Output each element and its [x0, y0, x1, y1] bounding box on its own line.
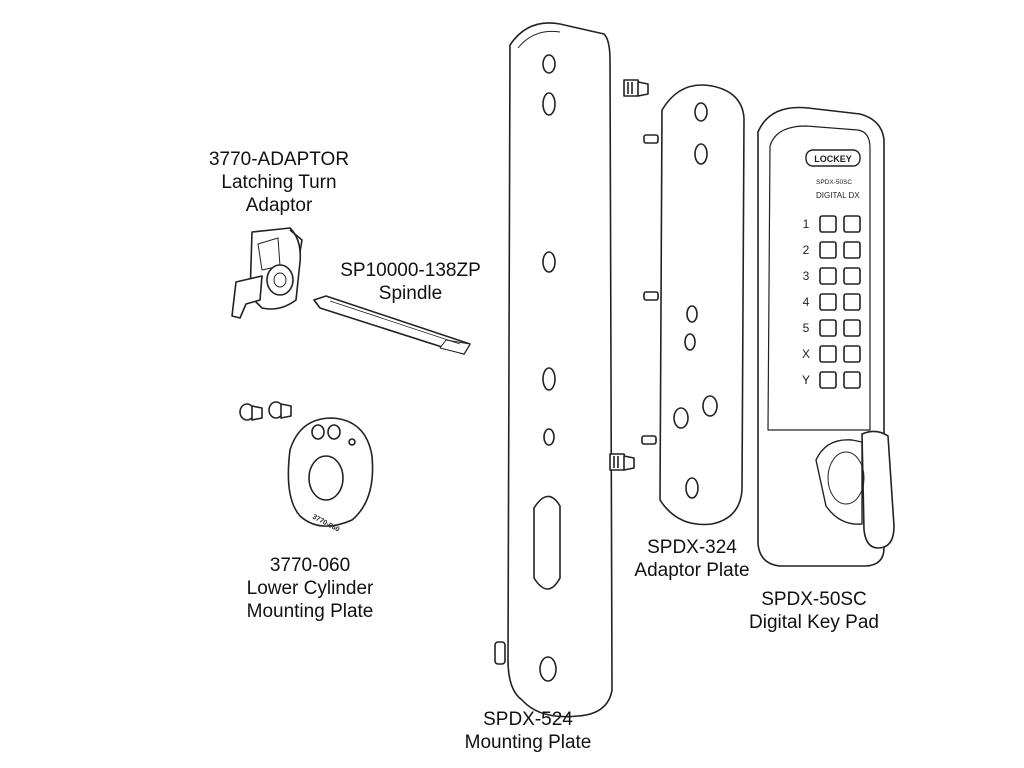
- keypad-key: [819, 241, 837, 259]
- keypad-key: [819, 371, 837, 389]
- keypad-key: [843, 267, 861, 285]
- label-spdx-50sc: SPDX-50SC Digital Key Pad: [749, 589, 879, 633]
- 3770-adaptor-latching-turn: [231, 227, 303, 319]
- keypad-key-label: 4: [803, 295, 810, 309]
- keypad-key: [843, 215, 861, 233]
- keypad-key-label: Y: [802, 373, 810, 387]
- label-spdx-324: SPDX-324 Adaptor Plate: [634, 537, 750, 581]
- keypad-key: [819, 267, 837, 285]
- keypad-key: [843, 293, 861, 311]
- keypad-key: [819, 319, 837, 337]
- keypad-key-label: 3: [803, 269, 810, 283]
- label-3770-060: 3770-060 Lower Cylinder Mounting Plate: [246, 555, 374, 622]
- screw-bottom: [609, 453, 635, 471]
- keypad-key-label: 2: [803, 243, 810, 257]
- keypad-key: [819, 293, 837, 311]
- keypad-key: [843, 319, 861, 337]
- keypad-key: [843, 371, 861, 389]
- keypad-key: [819, 345, 837, 363]
- svg-text:LOCKEY: LOCKEY: [814, 154, 852, 164]
- keypad-key: [819, 215, 837, 233]
- spdx-324-adaptor-plate: [641, 84, 745, 526]
- keypad-key: [843, 345, 861, 363]
- keypad-key-label: 1: [803, 217, 810, 231]
- spdx-524-mounting-plate: [494, 22, 613, 718]
- svg-text:DIGITAL DX: DIGITAL DX: [816, 191, 860, 200]
- label-3770-adaptor: 3770-ADAPTOR Latching Turn Adaptor: [208, 149, 350, 216]
- label-spindle: SP10000-138ZP Spindle: [340, 260, 481, 304]
- keypad-key-label: 5: [803, 321, 810, 335]
- keypad-key-label: X: [802, 347, 810, 361]
- sp10000-138zp-spindle: [313, 295, 471, 355]
- label-spdx-524: SPDX-524 Mounting Plate: [464, 709, 592, 753]
- svg-text:SPDX-50SC: SPDX-50SC: [816, 179, 852, 186]
- spdx-50sc-digital-keypad: LOCKEY SPDX-50SC DIGITAL DX 1 2 3 4 5XY: [757, 106, 895, 567]
- keypad-buttons: 1 2 3 4 5XY: [802, 215, 861, 389]
- 3770-060-lower-cylinder-plate: 3770-060: [287, 417, 374, 534]
- screw-top: [623, 79, 649, 97]
- keypad-key: [843, 241, 861, 259]
- screw-pair: [239, 401, 292, 421]
